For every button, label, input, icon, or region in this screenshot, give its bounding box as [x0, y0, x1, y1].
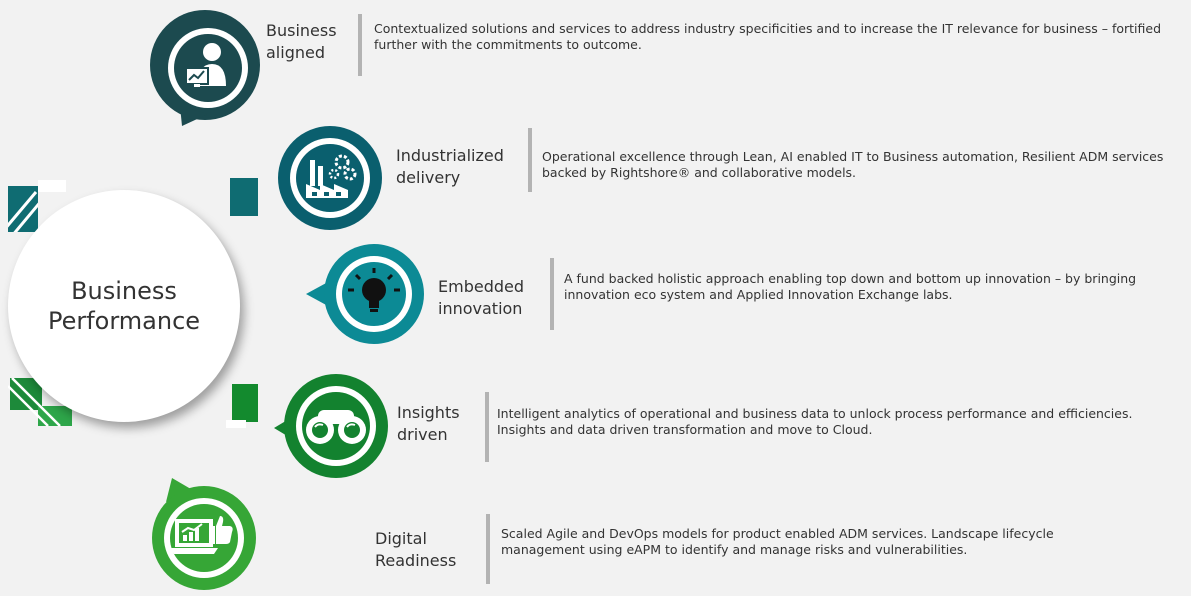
divider-bar-1: [358, 14, 362, 76]
item-desc-digital-readiness: Scaled Agile and DevOps models for produ…: [501, 526, 1054, 557]
decor-square-teal: [230, 178, 258, 216]
badge-digital-readiness: [146, 476, 262, 590]
divider-bar-5: [486, 514, 490, 584]
business-performance-circle: Business Performance: [8, 190, 240, 422]
business-person-icon: [174, 34, 242, 102]
decor-white-tab-bottom: [226, 420, 246, 428]
badge-business-aligned: [150, 10, 260, 126]
badge-industrialized-delivery: [270, 122, 386, 238]
item-title-embedded-innovation: Embedded innovation: [438, 277, 525, 318]
badge-insights-driven: [270, 368, 392, 484]
divider-bar-3: [550, 258, 554, 330]
center-title: Business Performance: [47, 277, 201, 335]
badge-embedded-innovation: [306, 242, 426, 346]
item-title-digital-readiness: Digital Readiness: [375, 529, 457, 570]
divider-bar-2: [528, 128, 532, 192]
factory-gears-icon: [300, 146, 364, 210]
item-desc-insights-driven: Intelligent analytics of operational and…: [497, 406, 1133, 437]
decor-square-green: [232, 384, 258, 422]
lightbulb-icon: [342, 262, 406, 326]
item-title-business-aligned: Business aligned: [266, 21, 337, 62]
item-desc-business-aligned: Contextualized solutions and services to…: [374, 21, 1162, 52]
item-desc-embedded-innovation: A fund backed holistic approach enabling…: [564, 271, 1137, 302]
laptop-thumbs-up-icon: [168, 510, 240, 570]
decor-square-top-left: [2, 186, 44, 237]
divider-bar-4: [485, 392, 489, 462]
decor-white-tab-top: [38, 180, 66, 192]
item-desc-industrialized-delivery: Operational excellence through Lean, AI …: [542, 149, 1164, 180]
binoculars-icon: [302, 402, 370, 450]
item-title-insights-driven: Insights driven: [397, 403, 460, 444]
item-title-industrialized-delivery: Industrialized delivery: [396, 146, 504, 187]
